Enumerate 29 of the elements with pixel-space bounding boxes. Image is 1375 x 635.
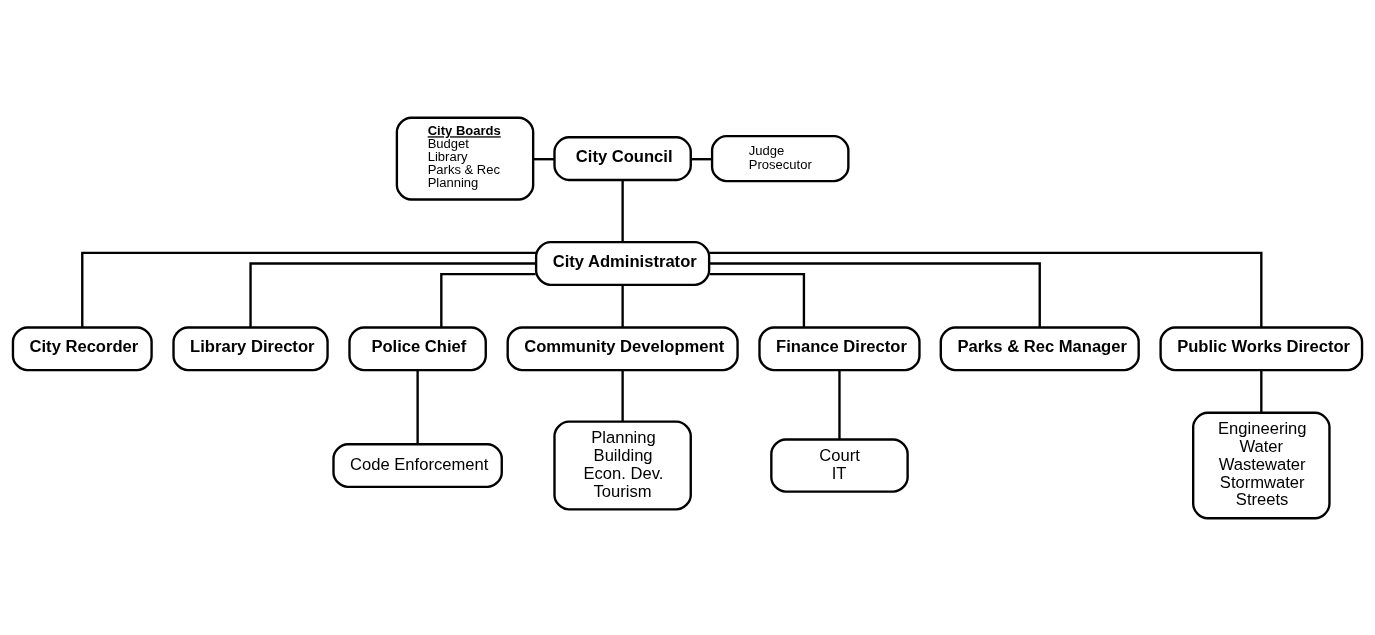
node-box: Community Development bbox=[506, 325, 739, 371]
connector bbox=[621, 369, 624, 422]
connector bbox=[1260, 369, 1263, 413]
node-box: Library Director bbox=[172, 325, 329, 371]
node-box: City Boards Budget Library Parks & Rec Planning bbox=[395, 116, 535, 201]
connector bbox=[416, 369, 419, 444]
node-box: Public Works Director bbox=[1159, 325, 1364, 371]
node-box: Judge Prosecutor bbox=[710, 134, 850, 182]
node-box: Finance Director bbox=[758, 325, 921, 371]
connector bbox=[440, 272, 536, 327]
connector bbox=[621, 284, 624, 327]
node-box: City Council bbox=[553, 135, 692, 181]
connector bbox=[709, 272, 806, 327]
connector bbox=[533, 157, 555, 160]
connector bbox=[709, 261, 1041, 327]
connector bbox=[709, 251, 1263, 327]
connector bbox=[690, 157, 712, 160]
connector bbox=[838, 369, 841, 439]
connector bbox=[249, 261, 536, 327]
node-box: Code Enforcement bbox=[332, 442, 503, 488]
node-box: City Administrator bbox=[534, 240, 711, 286]
node-box: Engineering Water Wastewater Stormwater Streets bbox=[1192, 411, 1331, 519]
node-box: Planning Building Econ. Dev. Tourism bbox=[553, 420, 692, 511]
node-box: Court IT bbox=[770, 437, 909, 493]
node-box: Parks & Rec Manager bbox=[939, 325, 1140, 371]
node-box: Police Chief bbox=[348, 325, 487, 371]
connector bbox=[81, 251, 537, 327]
connector bbox=[621, 179, 624, 242]
node-box: City Recorder bbox=[11, 325, 153, 371]
